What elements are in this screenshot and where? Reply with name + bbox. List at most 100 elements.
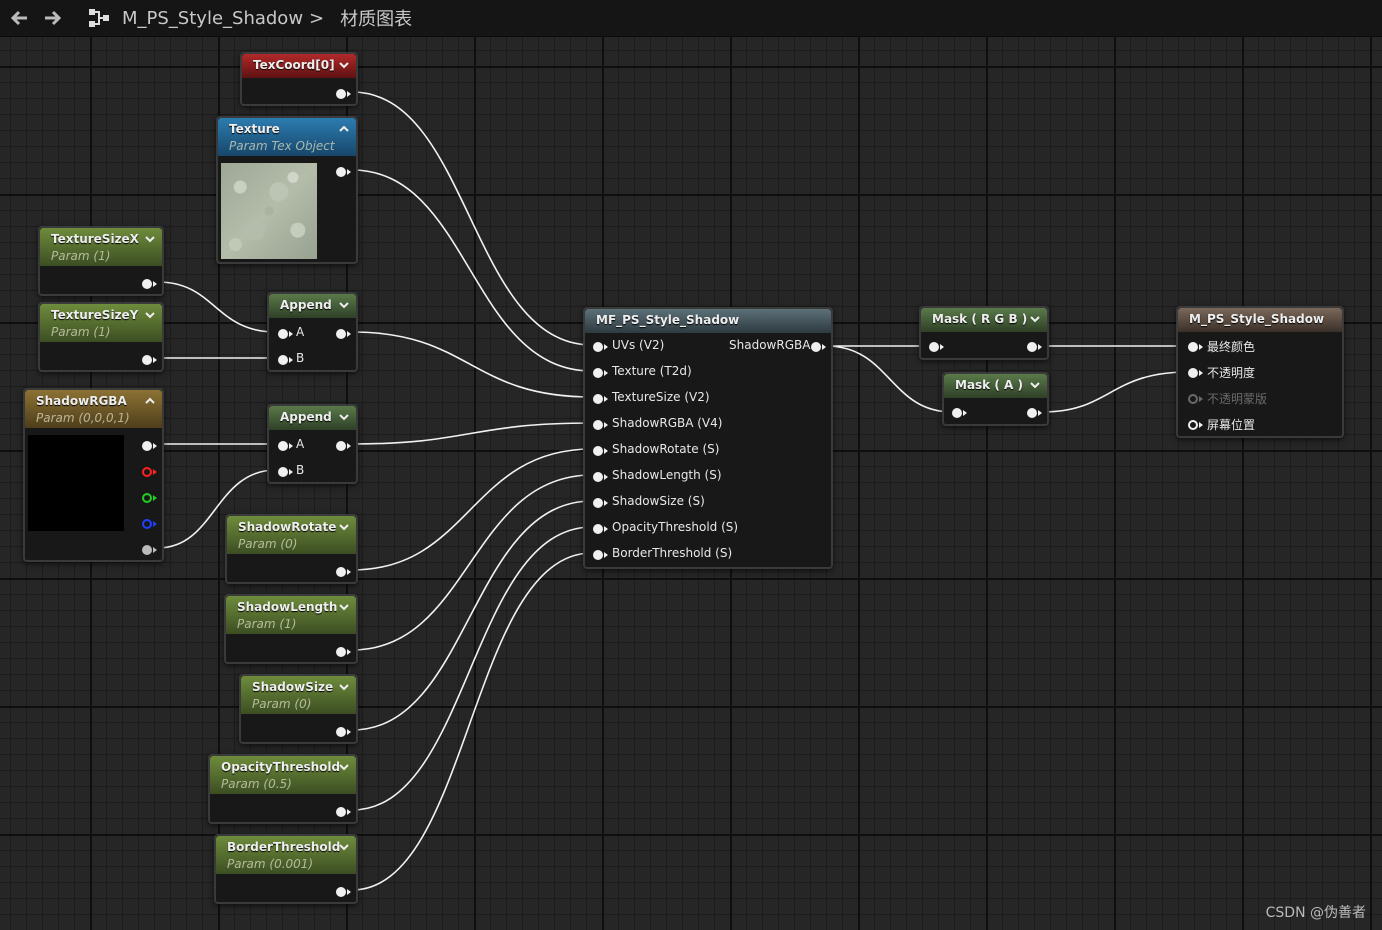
wire-rotate: [351, 448, 593, 571]
output-pin[interactable]: [336, 647, 351, 657]
wire-texcoord-uvs: [351, 91, 593, 346]
input-pin-shadow-size[interactable]: [593, 498, 608, 508]
node-shadow-rgba[interactable]: ShadowRGBA Param (0,0,0,1): [23, 388, 164, 562]
back-button[interactable]: [4, 3, 34, 33]
chevron-down-icon[interactable]: [337, 58, 351, 72]
node-shadow-size[interactable]: ShadowSize Param (0): [239, 674, 358, 744]
material-graph-icon: [86, 5, 112, 31]
node-append-2[interactable]: Append A B: [267, 404, 358, 484]
output-pin[interactable]: [336, 441, 351, 451]
chevron-down-icon[interactable]: [337, 410, 351, 424]
pin-label-b: B: [296, 463, 305, 477]
output-pin-shadow-rgba[interactable]: [811, 342, 826, 352]
chevron-down-icon[interactable]: [337, 600, 351, 614]
input-pin-screen-position[interactable]: [1188, 420, 1203, 430]
breadcrumb-graph[interactable]: 材质图表: [340, 9, 413, 30]
pin-label-opacity: 不透明度: [1207, 366, 1256, 380]
input-pin-shadow-rgba[interactable]: [593, 420, 608, 430]
chevron-down-icon[interactable]: [337, 760, 351, 774]
input-pin-base-color[interactable]: [1188, 342, 1203, 352]
output-pin[interactable]: [336, 807, 351, 817]
pin-label-b: B: [296, 351, 305, 365]
pin-label-output: ShadowRGBA: [729, 338, 811, 352]
output-pin[interactable]: [142, 355, 157, 365]
output-pin[interactable]: [336, 167, 351, 177]
output-pin[interactable]: [336, 329, 351, 339]
input-pin[interactable]: [952, 408, 967, 418]
input-pin-border-threshold[interactable]: [593, 550, 608, 560]
watermark: CSDN @伪善者: [1265, 905, 1366, 921]
input-pin-b[interactable]: [278, 355, 293, 365]
pin-label-shadow-length: ShadowLength (S): [612, 468, 722, 482]
pin-label-texture-size: TextureSize (V2): [612, 390, 710, 404]
output-pin[interactable]: [336, 567, 351, 577]
wire-mf-maska: [825, 345, 953, 413]
output-pin-a[interactable]: [142, 545, 157, 555]
node-title: ShadowSize: [252, 680, 334, 694]
pin-label-shadow-size: ShadowSize (S): [612, 494, 705, 508]
output-pin-b[interactable]: [142, 519, 157, 529]
node-border-threshold[interactable]: BorderThreshold Param (0.001): [214, 834, 358, 904]
wire-opacity: [351, 526, 593, 811]
output-pin-r[interactable]: [142, 467, 157, 477]
node-mask-a[interactable]: Mask ( A ): [942, 372, 1049, 426]
node-title: Append: [280, 410, 332, 424]
node-shadow-rotate[interactable]: ShadowRotate Param (0): [225, 514, 358, 584]
node-material-result[interactable]: M_PS_Style_Shadow 最终颜色 不透明度 不透明蒙版 屏幕位置: [1176, 306, 1344, 438]
wire-border: [351, 552, 593, 891]
node-append-1[interactable]: Append A B: [267, 292, 358, 372]
breadcrumb-separator: >: [309, 7, 325, 29]
input-pin-shadow-length[interactable]: [593, 472, 608, 482]
input-pin-b[interactable]: [278, 467, 293, 477]
input-pin-shadow-rotate[interactable]: [593, 446, 608, 456]
node-opacity-threshold[interactable]: OpacityThreshold Param (0.5): [208, 754, 358, 824]
input-pin-uvs[interactable]: [593, 342, 608, 352]
node-mask-rgb[interactable]: Mask ( R G B ): [919, 306, 1049, 360]
color-preview: [28, 435, 124, 531]
output-pin[interactable]: [336, 887, 351, 897]
wire-size: [351, 500, 593, 731]
chevron-down-icon[interactable]: [143, 232, 157, 246]
node-title: M_PS_Style_Shadow: [1189, 312, 1325, 326]
chevron-down-icon[interactable]: [337, 298, 351, 312]
forward-button[interactable]: [38, 3, 68, 33]
chevron-down-icon[interactable]: [1028, 378, 1042, 392]
node-title: ShadowRotate: [238, 520, 337, 534]
input-pin[interactable]: [929, 342, 944, 352]
node-texture-size-x[interactable]: TextureSizeX Param (1): [38, 226, 164, 296]
input-pin-opacity-threshold[interactable]: [593, 524, 608, 534]
chevron-down-icon[interactable]: [337, 840, 351, 854]
node-subtitle: Param (0): [252, 697, 312, 711]
chevron-up-icon[interactable]: [337, 122, 351, 136]
pin-label-opacity-mask: 不透明蒙版: [1207, 392, 1268, 406]
input-pin-opacity-mask[interactable]: [1188, 394, 1203, 404]
chevron-down-icon[interactable]: [143, 308, 157, 322]
node-shadow-length[interactable]: ShadowLength Param (1): [224, 594, 358, 664]
node-texcoord[interactable]: TexCoord[0]: [240, 52, 358, 106]
pin-label-opacity-threshold: OpacityThreshold (S): [612, 520, 739, 534]
node-texture[interactable]: Texture Param Tex Object: [216, 116, 358, 264]
node-texture-size-y[interactable]: TextureSizeY Param (1): [38, 302, 164, 372]
node-title: TextureSizeX: [51, 232, 139, 246]
wire-alpha-append2: [157, 469, 277, 549]
output-pin[interactable]: [1027, 342, 1042, 352]
node-subtitle: Param (0.5): [221, 777, 292, 791]
input-pin-a[interactable]: [278, 441, 293, 451]
input-pin-opacity[interactable]: [1188, 368, 1203, 378]
output-pin[interactable]: [336, 727, 351, 737]
node-material-function[interactable]: MF_PS_Style_Shadow UVs (V2) Texture (T2d…: [583, 307, 833, 569]
output-pin-g[interactable]: [142, 493, 157, 503]
output-pin[interactable]: [336, 89, 351, 99]
output-pin[interactable]: [1027, 408, 1042, 418]
chevron-down-icon[interactable]: [337, 520, 351, 534]
output-pin-rgba[interactable]: [142, 441, 157, 451]
chevron-down-icon[interactable]: [1028, 312, 1042, 326]
breadcrumb-asset[interactable]: M_PS_Style_Shadow: [122, 7, 304, 29]
output-pin[interactable]: [142, 279, 157, 289]
input-pin-texture-size[interactable]: [593, 394, 608, 404]
input-pin-a[interactable]: [278, 329, 293, 339]
chevron-up-icon[interactable]: [143, 394, 157, 408]
pin-label-uvs: UVs (V2): [612, 338, 665, 352]
input-pin-texture[interactable]: [593, 368, 608, 378]
chevron-down-icon[interactable]: [337, 680, 351, 694]
